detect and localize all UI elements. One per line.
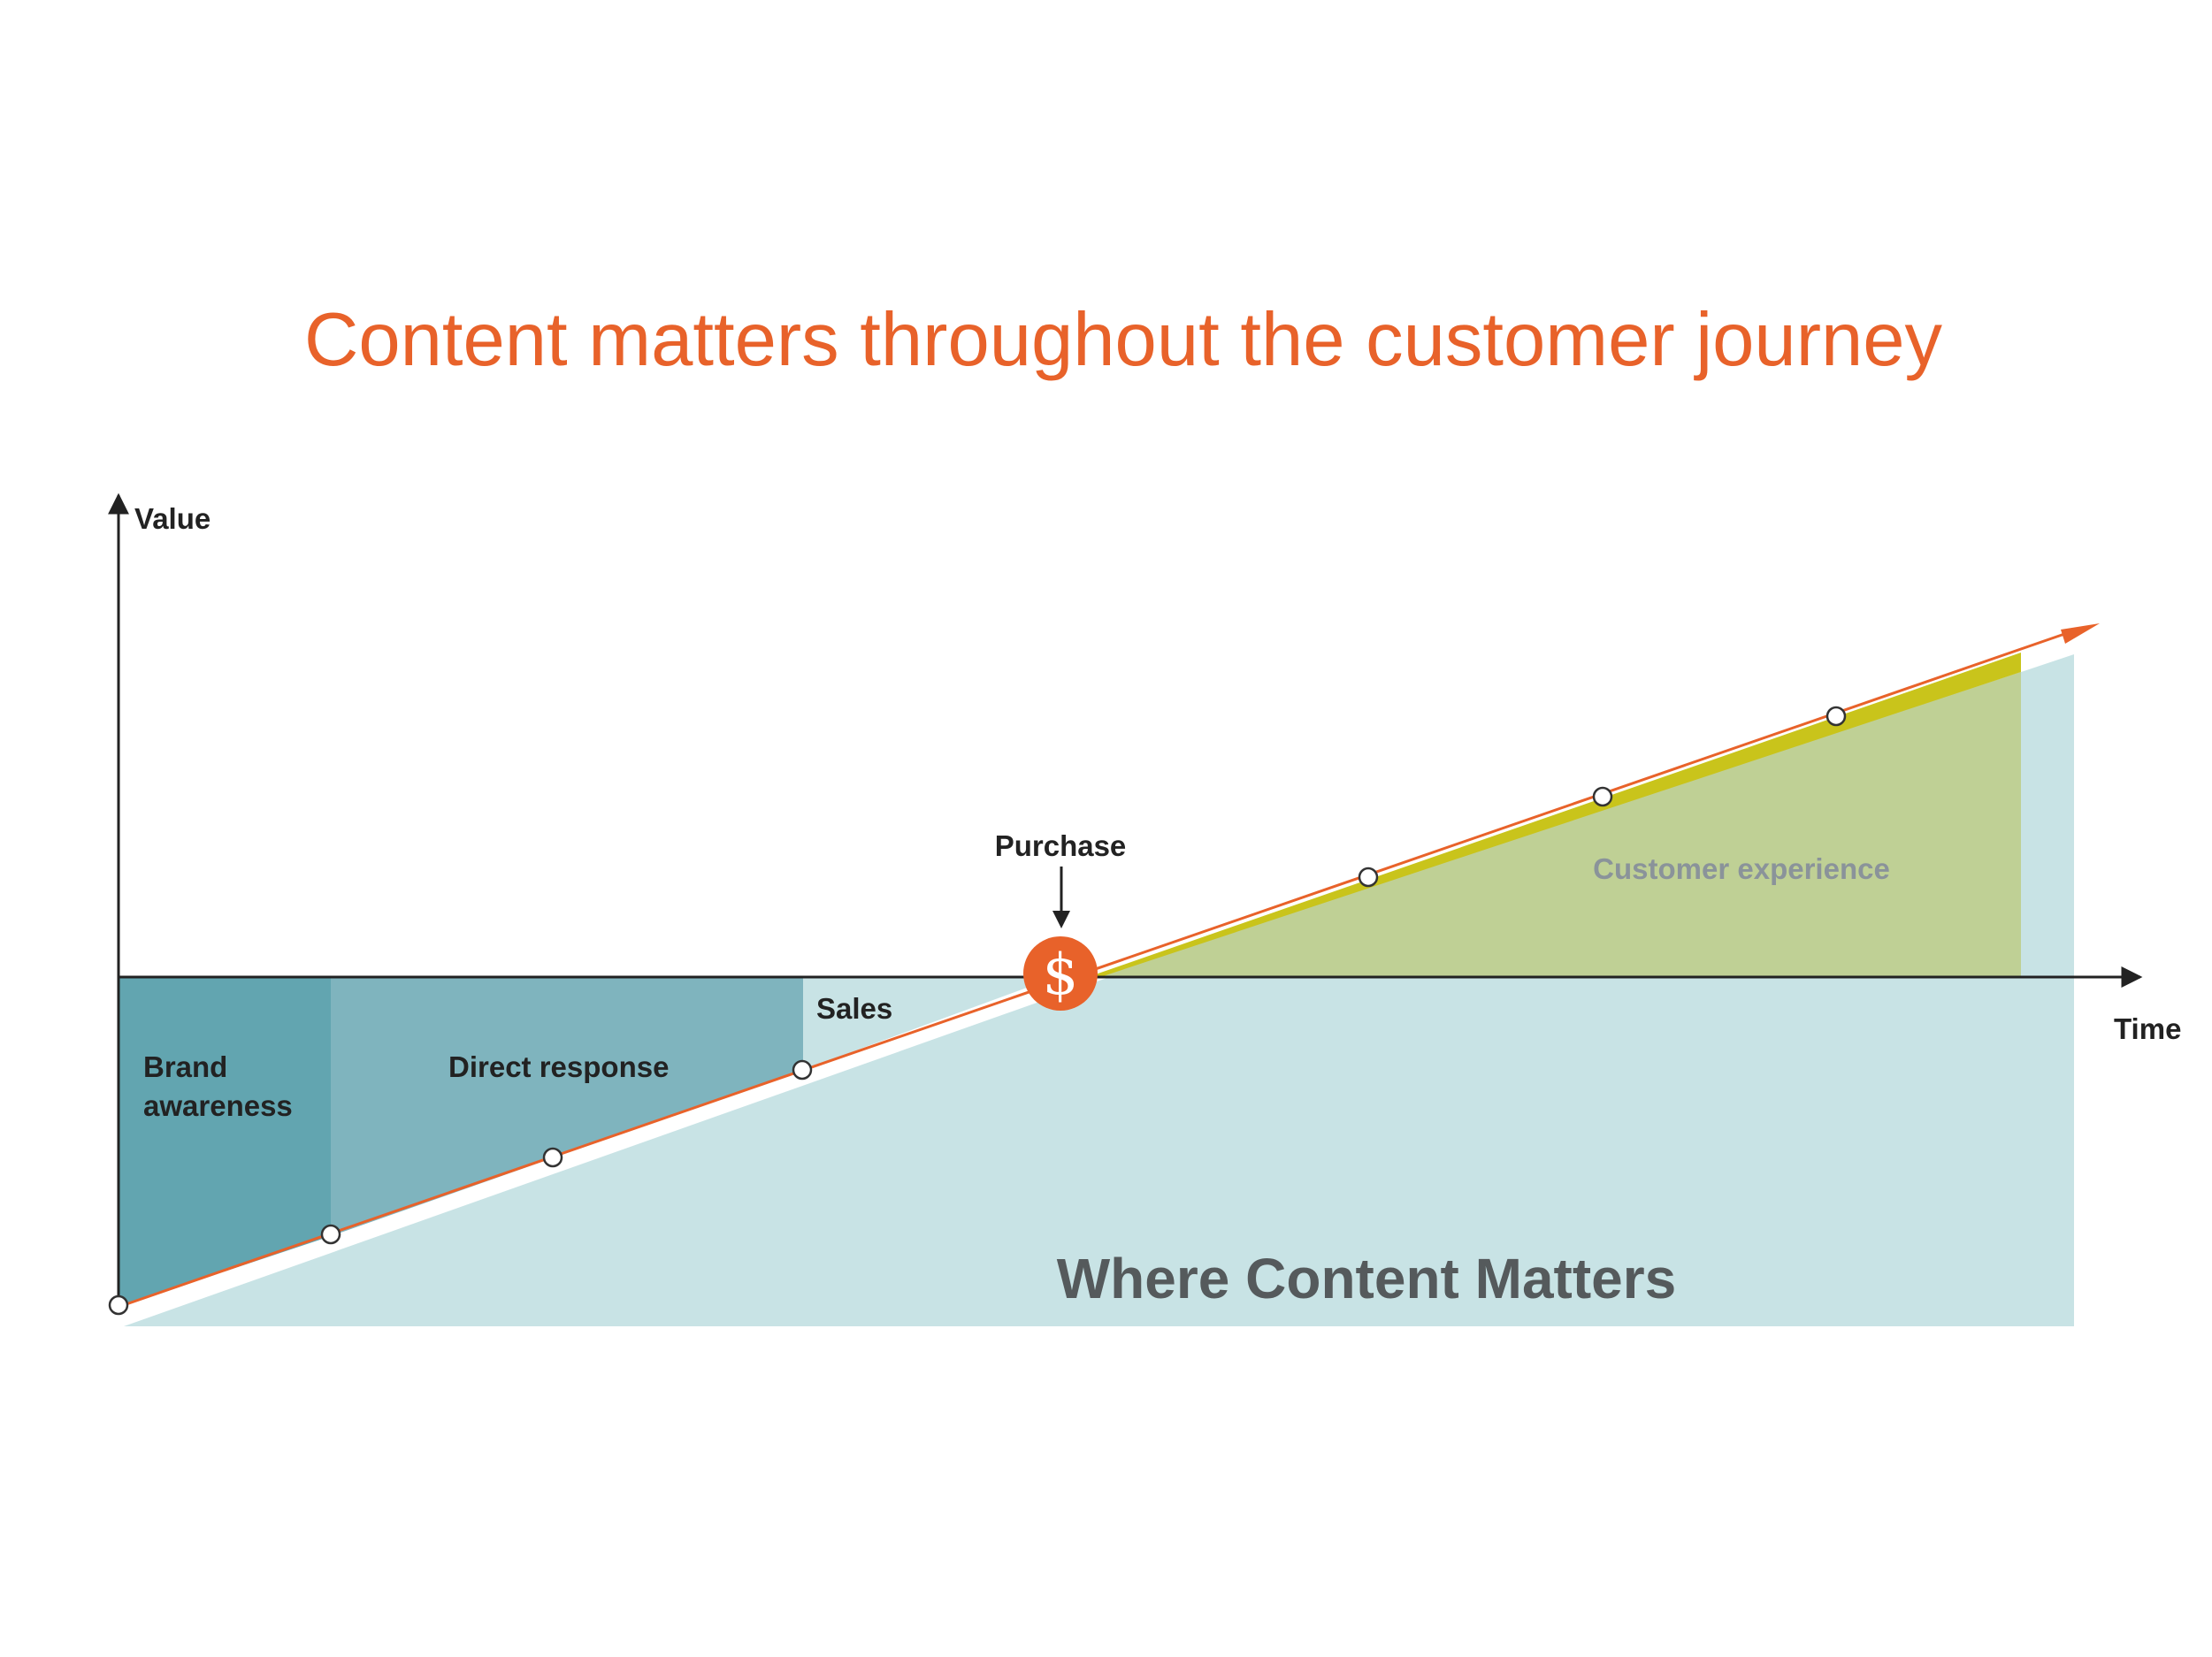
milestone-point xyxy=(1358,867,1379,888)
milestone-point xyxy=(320,1224,341,1245)
milestone-point xyxy=(108,1294,129,1316)
x-axis-label: Time xyxy=(2114,1012,2181,1045)
purchase-pointer-head xyxy=(1052,911,1070,928)
y-axis-label: Value xyxy=(134,502,210,535)
customer-experience-label: Customer experience xyxy=(1593,852,1890,885)
brand-awareness-label-line2: awareness xyxy=(143,1089,293,1122)
journey-line-arrowhead xyxy=(2061,623,2100,644)
purchase-icon xyxy=(1023,936,1098,1011)
brand-awareness-area xyxy=(119,977,331,1307)
sales-area xyxy=(803,977,1057,1070)
brand-awareness-label-line1: Brand xyxy=(143,1050,227,1083)
milestone-point xyxy=(1825,706,1847,727)
dollar-icon: $ xyxy=(1043,943,1079,1008)
milestone-point xyxy=(1592,786,1613,807)
customer-experience-band xyxy=(1088,653,2021,980)
direct-response-label: Direct response xyxy=(448,1050,669,1083)
where-content-matters-label: Where Content Matters xyxy=(1057,1247,1677,1310)
milestone-point xyxy=(542,1147,563,1168)
direct-response-area xyxy=(331,977,803,1236)
sales-label: Sales xyxy=(816,992,892,1025)
purchase-label: Purchase xyxy=(995,829,1127,862)
page-title: Content matters throughout the customer … xyxy=(303,298,1943,382)
milestone-point xyxy=(792,1059,813,1080)
